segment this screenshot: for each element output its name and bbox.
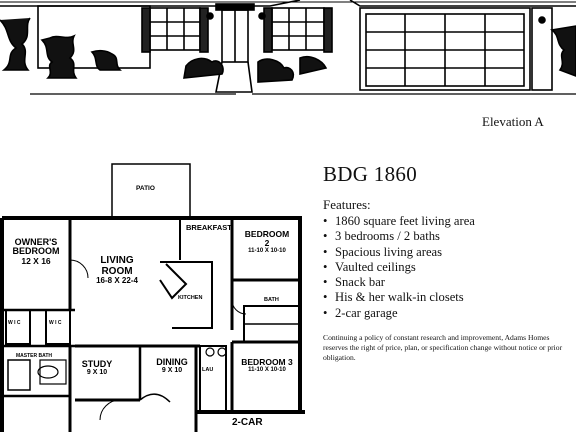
features-list: • 1860 square feet living area • 3 bedroom… [323, 214, 573, 321]
room-living-dim: 16-8 X 22-4 [96, 276, 138, 285]
bullet-icon: • [323, 305, 328, 320]
room-bath-label: BATH [264, 297, 279, 303]
room-laundry-label: LAU [202, 367, 214, 373]
room-dining-dim: 9 X 10 [161, 367, 183, 375]
room-bedroom-2: BEDROOM 2 11-10 X 10-10 [236, 230, 298, 254]
feature-text: 2-car garage [335, 305, 398, 320]
floor-plan-walls [0, 163, 305, 432]
room-breakfast-label: BREAKFAST [186, 223, 232, 232]
room-bed3-dim: 11-10 X 10-10 [248, 366, 286, 373]
wic-left-label: W I C [8, 320, 21, 326]
room-owners-title2: BEDROOM [12, 246, 60, 257]
feature-text: Snack bar [335, 275, 386, 290]
bullet-icon: • [323, 259, 328, 274]
bullet-icon: • [323, 244, 328, 259]
feature-item: • His & her walk-in closets [323, 290, 573, 305]
feature-item: • 3 bedrooms / 2 baths [323, 229, 573, 244]
feature-item: • 2-car garage [323, 306, 573, 321]
elevation-drawing: Elevation A [0, 0, 576, 140]
elevation-caption: Elevation A [482, 114, 544, 129]
room-bed2-dim: 11-10 X 10-10 [248, 247, 286, 254]
policy-disclaimer: Continuing a policy of constant research… [323, 333, 563, 363]
room-bed2-title: BEDROOM [244, 229, 290, 239]
feature-item: • Snack bar [323, 275, 573, 290]
feature-text: 1860 square feet living area [335, 214, 475, 228]
room-living: LIVING ROOM 16-8 X 22-4 [82, 255, 152, 285]
feature-item: • Spacious living areas [323, 245, 573, 260]
room-dining: DINING 9 X 10 [148, 357, 196, 375]
room-kitchen-label: KITCHEN [178, 295, 203, 301]
bullet-icon: • [323, 214, 328, 228]
bullet-icon: • [323, 290, 328, 305]
feature-item: • Vaulted ceilings [323, 260, 573, 275]
room-owners-dim: 12 X 16 [21, 255, 51, 266]
room-owners-bedroom: OWNER'S BEDROOM 12 X 16 [4, 237, 68, 266]
bullet-icon: • [323, 275, 328, 290]
room-dining-title: DINING [156, 357, 188, 367]
room-living-title2: ROOM [101, 265, 133, 277]
floor-plan: PATIO BREAKFAST OWNER'S BEDROOM 12 X 16 … [0, 160, 305, 432]
room-study-title: STUDY [81, 359, 113, 369]
feature-text: Vaulted ceilings [335, 259, 416, 274]
master-bath-label: MASTER BATH [16, 353, 53, 359]
room-owners-title: OWNER'S [14, 237, 58, 247]
feature-text: 3 bedrooms / 2 baths [335, 229, 440, 244]
room-bed2-num: 2 [264, 237, 270, 248]
room-study-dim: 9 X 10 [86, 369, 108, 377]
room-garage-label: 2-CAR [232, 417, 263, 428]
feature-item: • 1860 square feet living area [323, 214, 573, 229]
room-bedroom-3: BEDROOM 3 11-10 X 10-10 [236, 358, 298, 373]
plan-info-panel: BDG 1860 Features: • 1860 square feet liv… [323, 162, 573, 363]
house-elevation-illustration [0, 0, 576, 95]
wic-right-label: W I C [49, 320, 62, 326]
features-heading: Features: [323, 197, 371, 212]
room-study: STUDY 9 X 10 [78, 359, 116, 377]
feature-text: Spacious living areas [335, 244, 443, 259]
room-bed3-title: BEDROOM 3 [241, 357, 293, 367]
room-living-title: LIVING [100, 255, 134, 266]
room-patio-label: PATIO [136, 185, 155, 192]
model-code: BDG 1860 [323, 162, 417, 186]
bullet-icon: • [323, 229, 328, 244]
feature-text: His & her walk-in closets [335, 290, 464, 305]
